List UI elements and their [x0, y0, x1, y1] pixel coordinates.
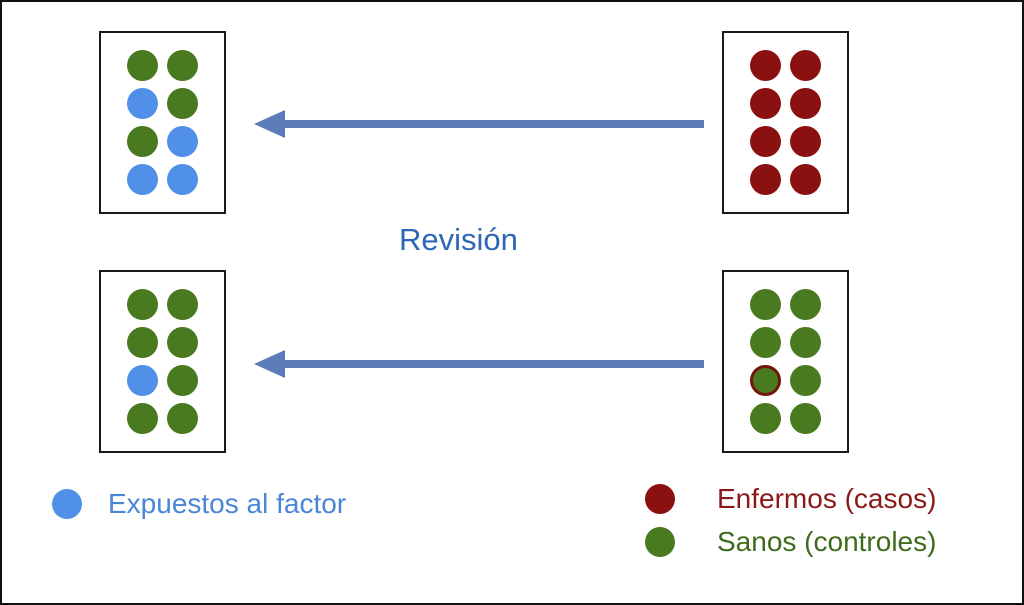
- legend-cases-label: Enfermos (casos): [717, 483, 937, 514]
- subject-dot-green: [127, 327, 158, 358]
- subject-dot-green: [167, 289, 198, 320]
- subject-dot-darkred: [750, 88, 781, 119]
- subject-dot-green: [790, 327, 821, 358]
- exposed-dot-icon: [52, 488, 82, 519]
- subject-dot-darkred: [790, 50, 821, 81]
- subject-dot-blue: [167, 164, 198, 195]
- subject-dot-green: [127, 50, 158, 81]
- subject-dot-blue: [127, 365, 158, 396]
- subject-dot-green: [127, 403, 158, 434]
- subject-dot-blue: [127, 164, 158, 195]
- subject-dot-green: [790, 365, 821, 396]
- subject-dot-green: [790, 289, 821, 320]
- cases-dot-icon: [645, 483, 675, 514]
- subject-dot-green: [167, 50, 198, 81]
- revision-label: Revisión: [399, 222, 518, 257]
- subject-dot-blue: [127, 88, 158, 119]
- arrow-left-bottom-icon: [252, 347, 704, 381]
- subject-dot-green: [790, 403, 821, 434]
- subject-dot-darkred: [750, 126, 781, 157]
- box-cases-after-review: [99, 31, 226, 214]
- subject-dot-green: [750, 289, 781, 320]
- subject-dot-green: [167, 327, 198, 358]
- subject-dot-darkred: [750, 50, 781, 81]
- box-controls-after-review: [99, 270, 226, 453]
- subject-dot-darkred: [790, 164, 821, 195]
- subject-dot-darkred: [790, 88, 821, 119]
- subject-dot-ringed: [750, 365, 781, 396]
- legend-exposed: Expuestos al factor: [52, 488, 346, 519]
- legend-groups: Enfermos (casos) Sanos (controles): [645, 483, 936, 557]
- legend-cases: Enfermos (casos): [645, 483, 936, 514]
- subject-dot-darkred: [790, 126, 821, 157]
- controls-dot-icon: [645, 526, 675, 557]
- legend-controls-label: Sanos (controles): [717, 526, 937, 557]
- box-cases-group: [722, 31, 849, 214]
- subject-dot-green: [167, 403, 198, 434]
- subject-dot-green: [750, 403, 781, 434]
- legend-controls: Sanos (controles): [645, 526, 936, 557]
- box-controls-group: [722, 270, 849, 453]
- subject-dot-darkred: [750, 164, 781, 195]
- arrow-left-top-icon: [252, 107, 704, 141]
- subject-dot-green: [167, 88, 198, 119]
- subject-dot-blue: [167, 126, 198, 157]
- subject-dot-green: [750, 327, 781, 358]
- legend-exposed-label: Expuestos al factor: [108, 488, 347, 519]
- subject-dot-green: [127, 126, 158, 157]
- subject-dot-green: [167, 365, 198, 396]
- subject-dot-green: [127, 289, 158, 320]
